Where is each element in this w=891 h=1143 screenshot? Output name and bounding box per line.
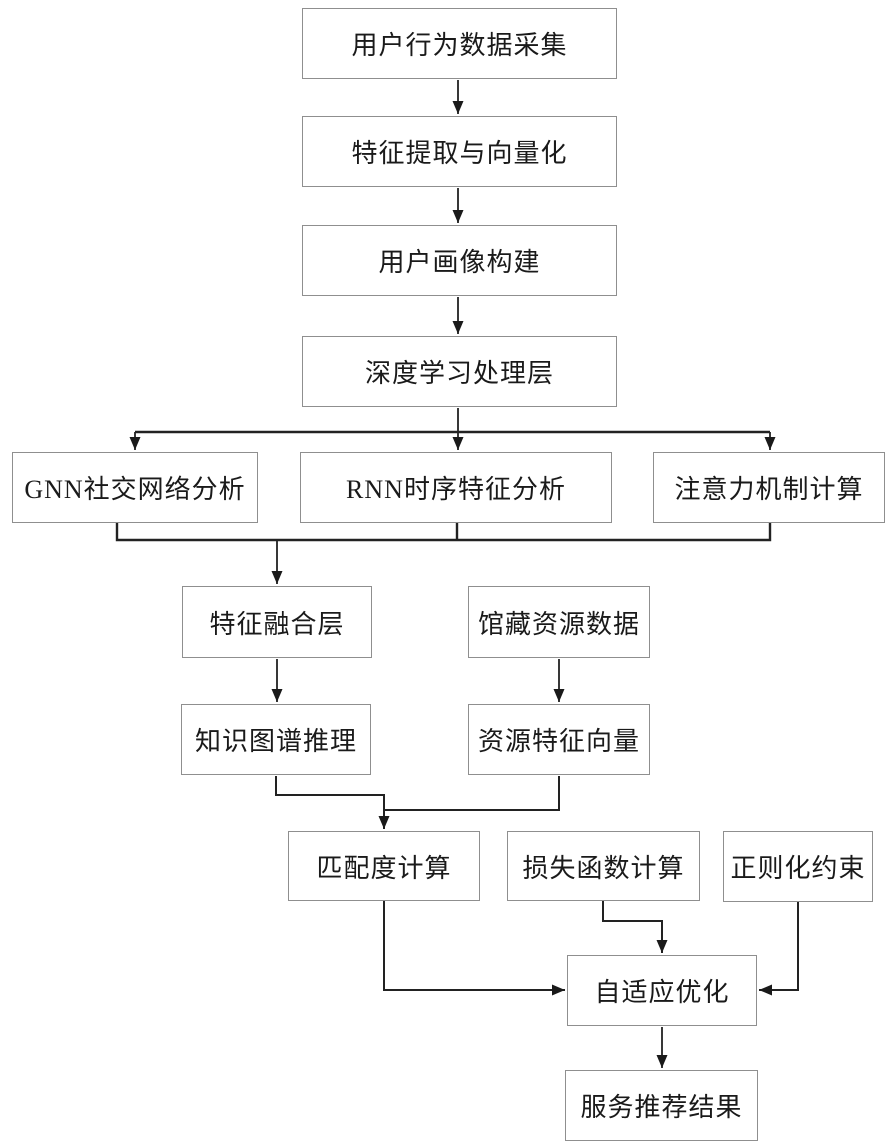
node-resource-feature-vector: 资源特征向量 (468, 704, 650, 775)
node-matching-degree-computation: 匹配度计算 (288, 831, 480, 901)
node-regularization-constraint: 正则化约束 (723, 831, 873, 902)
node-loss-function-computation: 损失函数计算 (507, 831, 700, 901)
collector-line (115, 523, 772, 542)
node-attention-mechanism-computation: 注意力机制计算 (653, 452, 885, 523)
node-feature-fusion-layer: 特征融合层 (182, 586, 372, 658)
node-deep-learning-layer: 深度学习处理层 (302, 336, 617, 407)
node-service-recommendation-result: 服务推荐结果 (565, 1070, 758, 1141)
node-feature-extraction-vectorization: 特征提取与向量化 (302, 116, 617, 187)
node-gnn-social-network-analysis: GNN社交网络分析 (12, 452, 258, 523)
node-rnn-temporal-feature-analysis: RNN时序特征分析 (300, 452, 612, 523)
node-user-behavior-collection: 用户行为数据采集 (302, 8, 617, 79)
node-library-resource-data: 馆藏资源数据 (468, 586, 650, 658)
edge-kg-to-matching (275, 776, 390, 829)
edge-regularization-to-adaptive (759, 902, 799, 996)
node-user-profile-construction: 用户画像构建 (302, 225, 617, 296)
node-knowledge-graph-reasoning: 知识图谱推理 (181, 704, 371, 775)
edge-vector-to-matching (384, 776, 560, 811)
edge-matching-to-adaptive (383, 901, 565, 996)
node-adaptive-optimization: 自适应优化 (567, 955, 757, 1026)
edge-loss-to-adaptive (602, 901, 668, 953)
